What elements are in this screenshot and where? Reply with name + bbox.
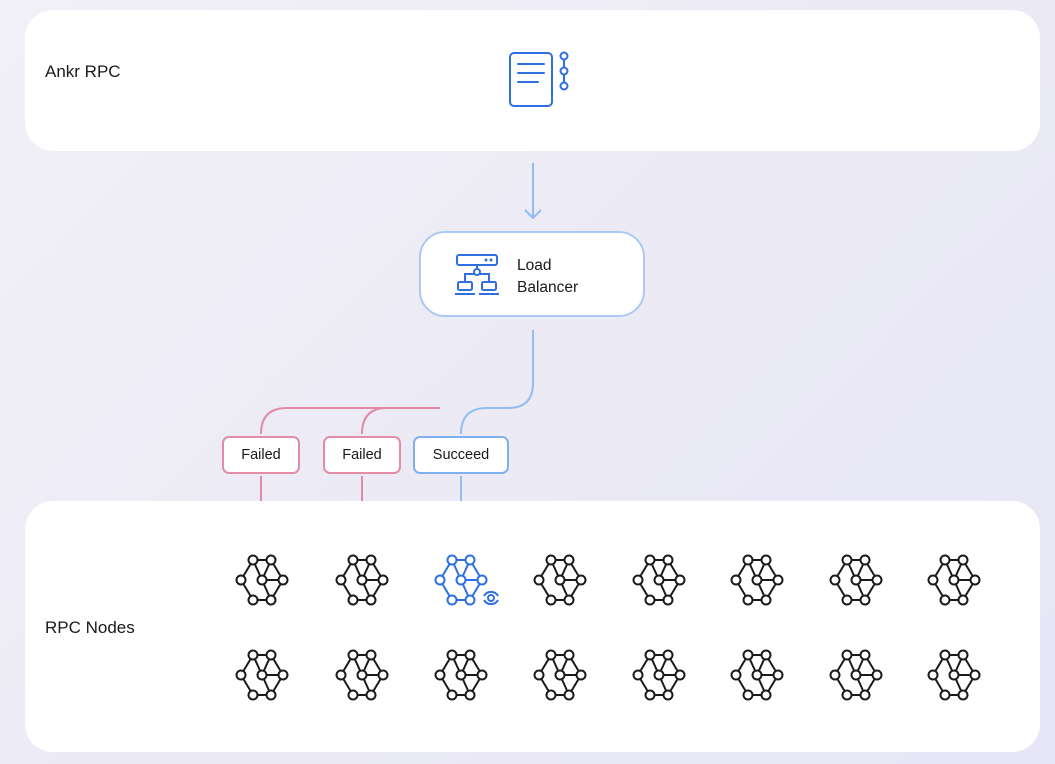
load-balancer-line1: Load [517, 257, 552, 274]
ankr-rpc-label: Ankr RPC [45, 62, 121, 81]
rpc-nodes-panel [25, 501, 1040, 752]
ankr-rpc-panel [25, 10, 1040, 151]
load-balancer-box: Load Balancer [419, 231, 645, 317]
load-balancer-label: Load Balancer [517, 255, 578, 299]
status-failed-2: Failed [323, 436, 401, 474]
status-failed-1: Failed [222, 436, 300, 474]
load-balancer-icon [455, 254, 499, 295]
rpc-nodes-label: RPC Nodes [45, 618, 135, 637]
load-balancer-line2: Balancer [517, 279, 579, 296]
status-succeed: Succeed [413, 436, 509, 474]
